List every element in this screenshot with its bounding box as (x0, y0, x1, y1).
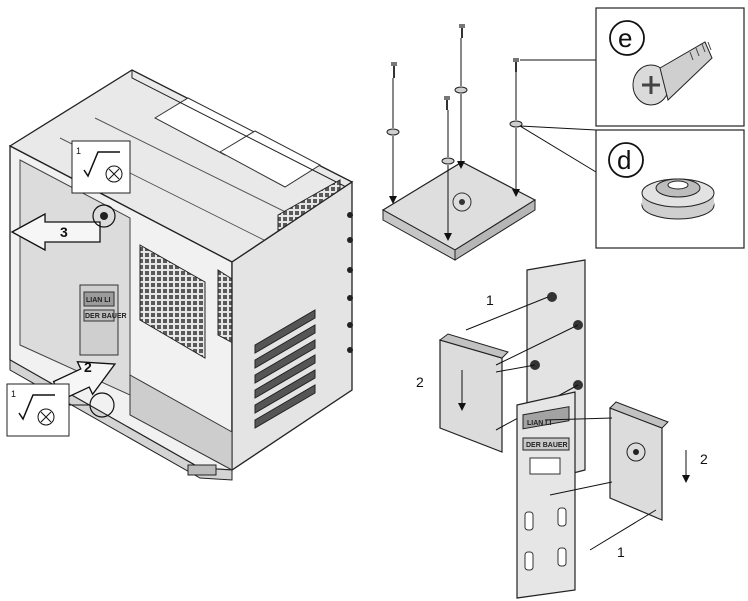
top-screw-head (100, 212, 108, 220)
case-plate-brand: LIAN LI (86, 297, 111, 304)
bracket-leader-3 (495, 364, 536, 373)
screw-callout: e (595, 7, 745, 127)
bracket-model-badge (522, 437, 570, 451)
leader-to-grommet-callout-2 (519, 125, 597, 131)
callout-bottom-step: 1 (11, 389, 16, 399)
front-plate-slot-4 (557, 547, 567, 567)
case-plate-badge (83, 291, 115, 307)
bracket-label-left-top: 1 (486, 292, 494, 308)
callout-top-step: 1 (76, 146, 81, 156)
case-foot (187, 464, 217, 476)
screw-loosen-cross (108, 168, 120, 180)
screw-4 (509, 58, 523, 197)
checkmark-icon (83, 151, 120, 178)
grommet-callout: d (595, 129, 745, 249)
bracket-leader-1 (465, 296, 549, 331)
side-mesh-panel (139, 244, 206, 359)
left-ssd (439, 339, 503, 453)
bracket-label-right-bottom: 1 (617, 544, 625, 560)
callout-bottom-thumbscrew (6, 383, 70, 437)
checkmark-icon-2 (18, 394, 55, 421)
screw-1 (386, 62, 400, 204)
bracket-leader-5 (544, 417, 613, 421)
psu-shroud (129, 374, 233, 471)
front-plate-window (529, 457, 561, 475)
bracket-brand: LIAN LI (527, 420, 552, 427)
bracket-leader-2 (495, 324, 579, 366)
screw-loosen-cross-2 (40, 411, 52, 423)
bracket-brand-badge (522, 406, 570, 430)
screw-letter: e (618, 23, 632, 53)
callout-top-thumbscrew (71, 140, 131, 194)
bracket-label-left-side: 2 (416, 374, 424, 390)
ssd-spindle-ring (452, 192, 472, 212)
pci-slots (254, 309, 316, 429)
case-plate-model-badge (83, 309, 115, 322)
thumbscrews (347, 212, 353, 353)
bracket-leader-7 (589, 509, 657, 551)
grommet-letter: d (617, 145, 631, 175)
bracket-leader-6 (549, 481, 613, 496)
left-ssd-top-edge (438, 333, 509, 359)
front-plate-slot-3 (524, 551, 534, 571)
grommet-icon (641, 178, 715, 220)
pull-arrow (10, 212, 101, 252)
step-insert-label: 2 (84, 359, 92, 375)
highlight-circle-top (92, 204, 116, 228)
step-remove-label: 3 (60, 224, 68, 240)
right-ssd-spindle (626, 442, 646, 462)
rear-plate-hole-1 (547, 292, 557, 302)
bracket-exploded-view: 1 2 LIAN LI DER BAUER 2 1 (416, 259, 708, 599)
screw-icon (632, 41, 713, 106)
pc-case: LIAN LI DER BAUER 3 (6, 69, 354, 481)
front-plate-slot-2 (557, 507, 567, 527)
ssd-drive-top (381, 161, 537, 251)
ssd-drive-front (454, 199, 536, 261)
screw-2 (454, 24, 468, 169)
top-frame-edge (131, 70, 353, 191)
right-ssd-top-edge (609, 401, 669, 429)
top-opening-2 (218, 130, 322, 188)
right-ssd-spindle-dot (633, 449, 639, 455)
ssd-spindle-dot (459, 199, 465, 205)
ssd-exploded-view (381, 24, 597, 261)
leader-to-grommet-callout (519, 125, 597, 173)
screw-3 (441, 96, 455, 241)
grommet-letter-badge (608, 142, 644, 178)
front-plate-slot-1 (524, 511, 534, 531)
bracket-model: DER BAUER (526, 442, 568, 449)
case-plate-model: DER BAUER (85, 313, 127, 320)
screw-letter-badge (609, 20, 645, 56)
top-rail-2 (94, 117, 319, 229)
bracket-label-right-side: 2 (700, 451, 708, 467)
